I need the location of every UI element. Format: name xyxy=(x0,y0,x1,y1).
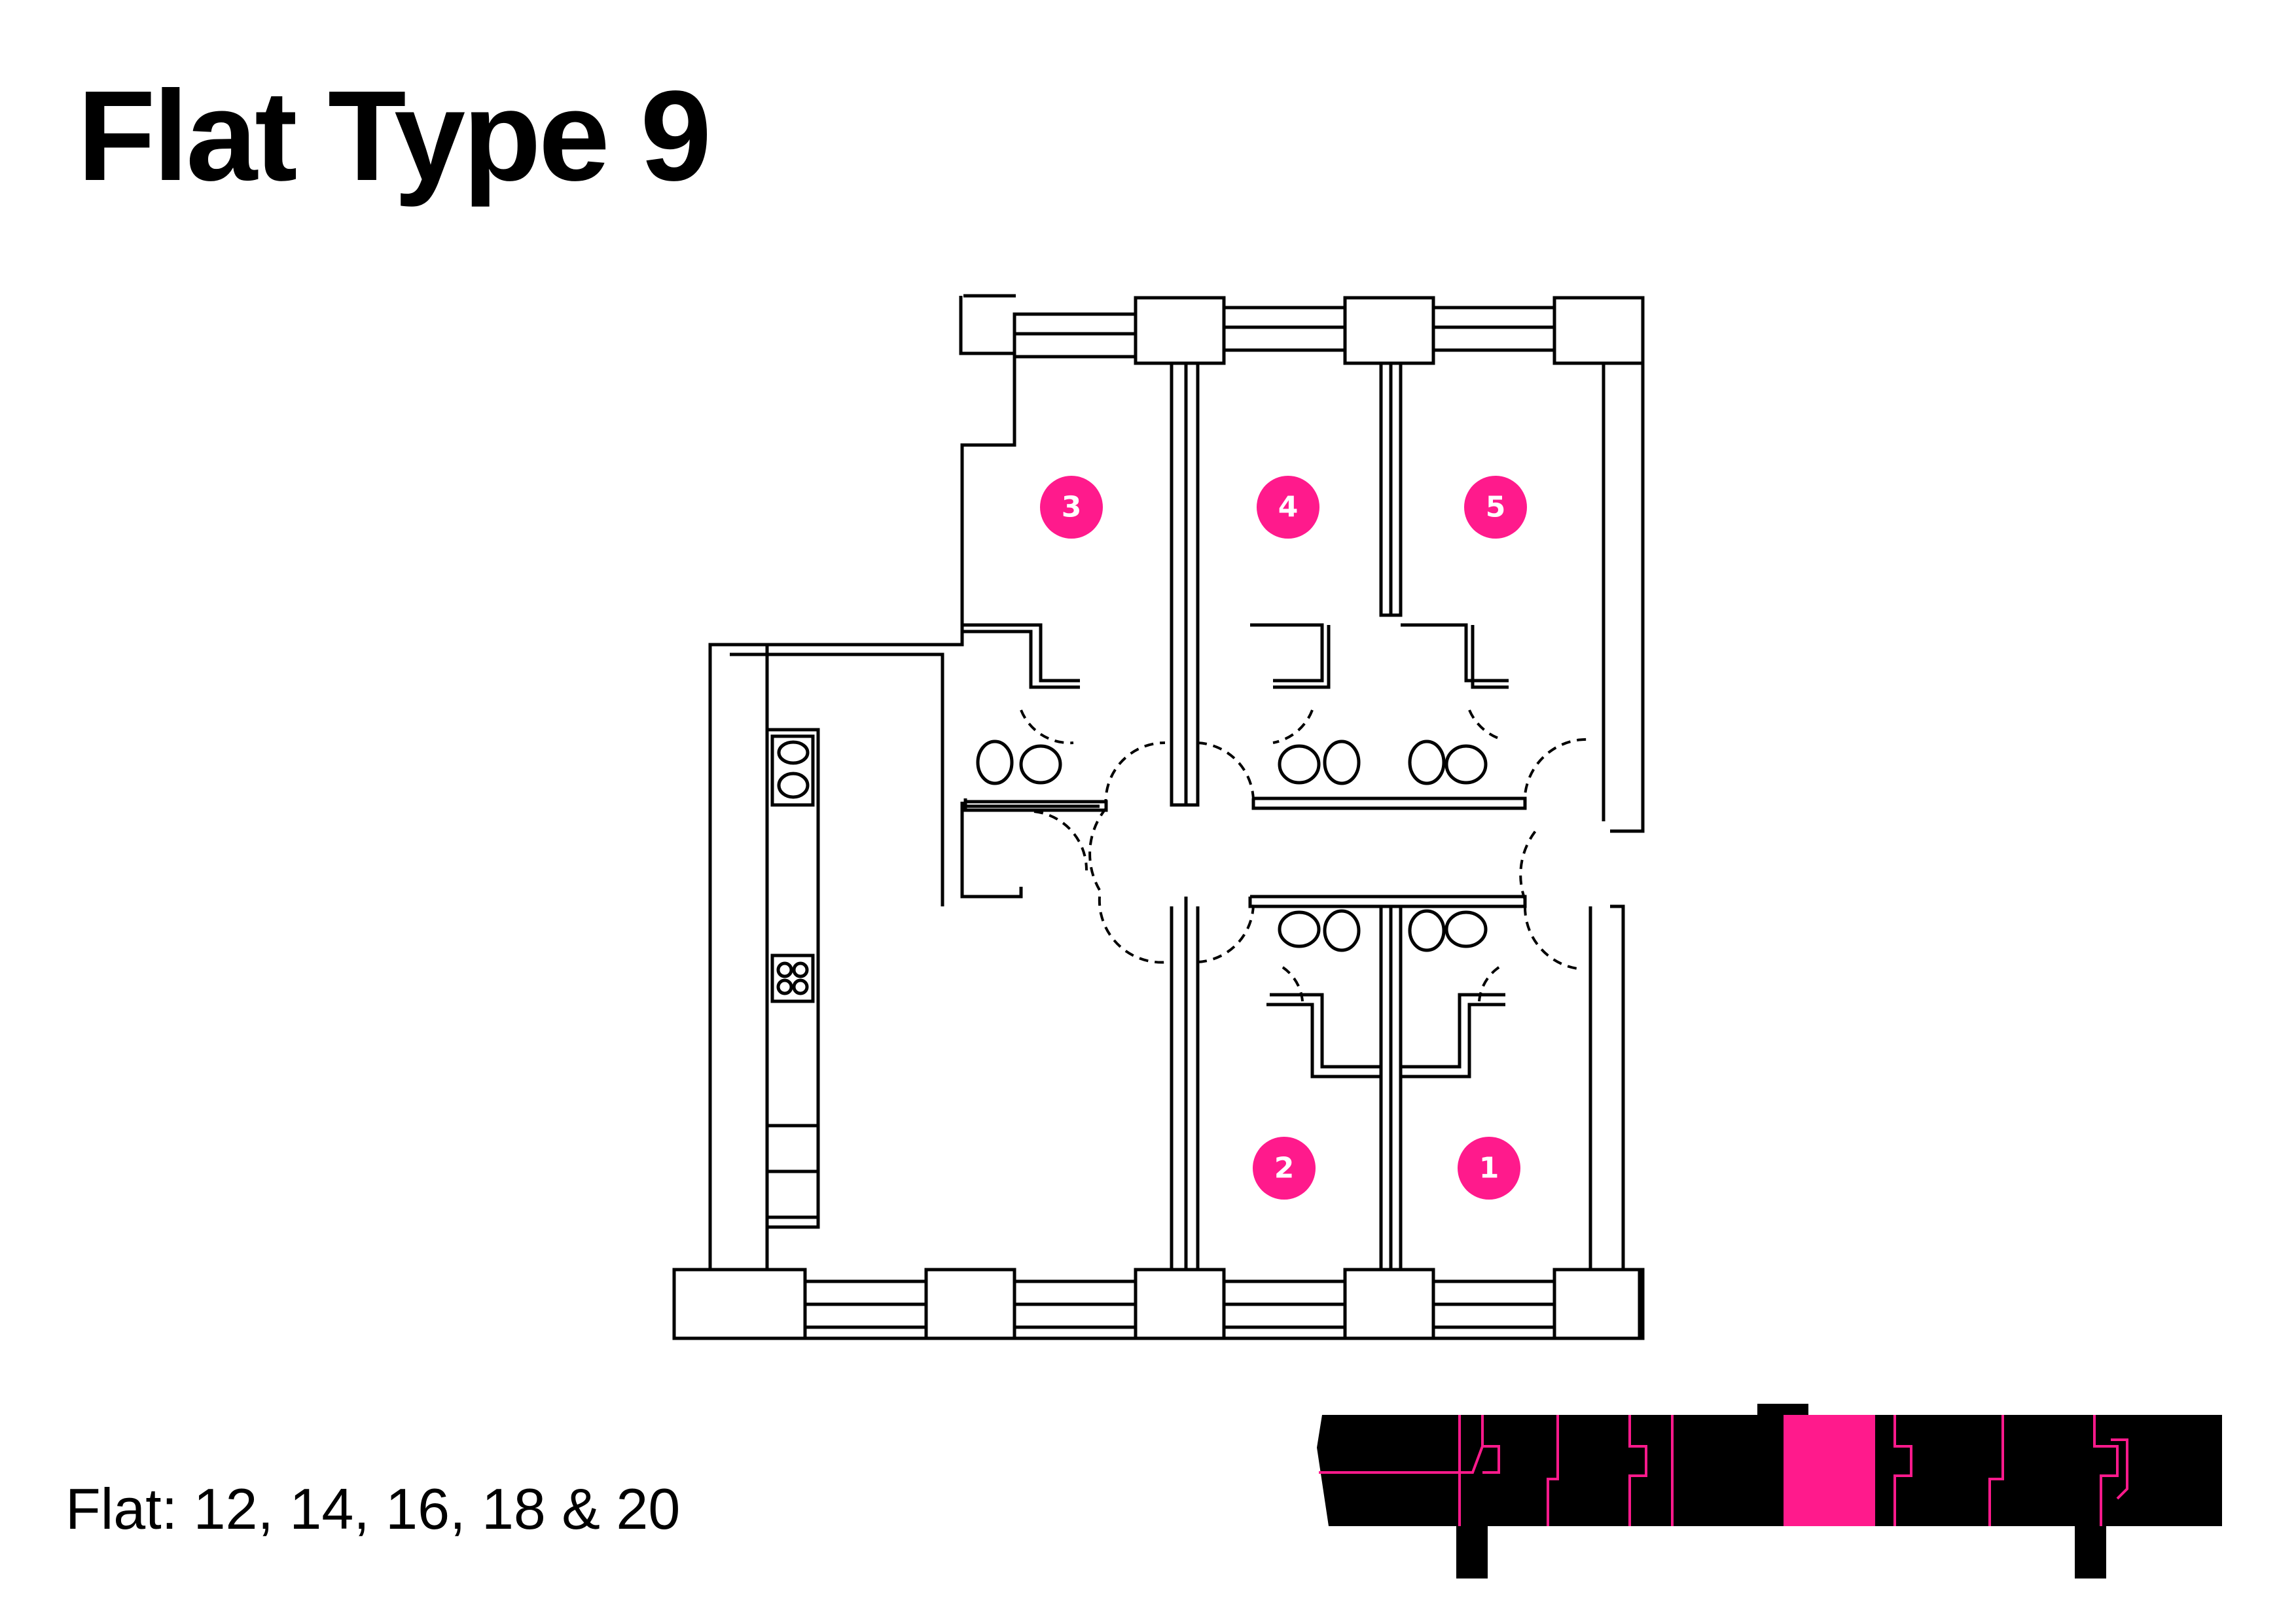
room-marker-4 xyxy=(1257,476,1319,539)
key-plan-highlight xyxy=(1784,1415,1875,1526)
key-plan-building xyxy=(1317,1415,2222,1526)
room-marker-1 xyxy=(1458,1137,1520,1200)
door-swings xyxy=(1020,709,1591,1002)
room-label-2: 2 xyxy=(1274,1152,1295,1185)
kitchen-counter xyxy=(765,728,820,1229)
key-plan xyxy=(1317,1404,2222,1578)
sanitary-fixtures xyxy=(777,740,1488,952)
room-markers: 3 4 5 2 1 xyxy=(1040,476,1527,1200)
sink xyxy=(770,734,815,807)
page-title: Flat Type 9 xyxy=(77,64,711,207)
plan-walls xyxy=(672,294,1645,1340)
room-label-1: 1 xyxy=(1479,1152,1499,1185)
room-marker-5 xyxy=(1464,476,1527,539)
room-label-5: 5 xyxy=(1486,491,1506,524)
room-label-4: 4 xyxy=(1278,491,1299,524)
room-marker-2 xyxy=(1253,1137,1316,1200)
room-label-3: 3 xyxy=(1062,491,1082,524)
flat-numbers-caption: Flat: 12, 14, 16, 18 & 20 xyxy=(65,1476,681,1541)
hob xyxy=(770,954,815,1003)
room-marker-3 xyxy=(1040,476,1103,539)
